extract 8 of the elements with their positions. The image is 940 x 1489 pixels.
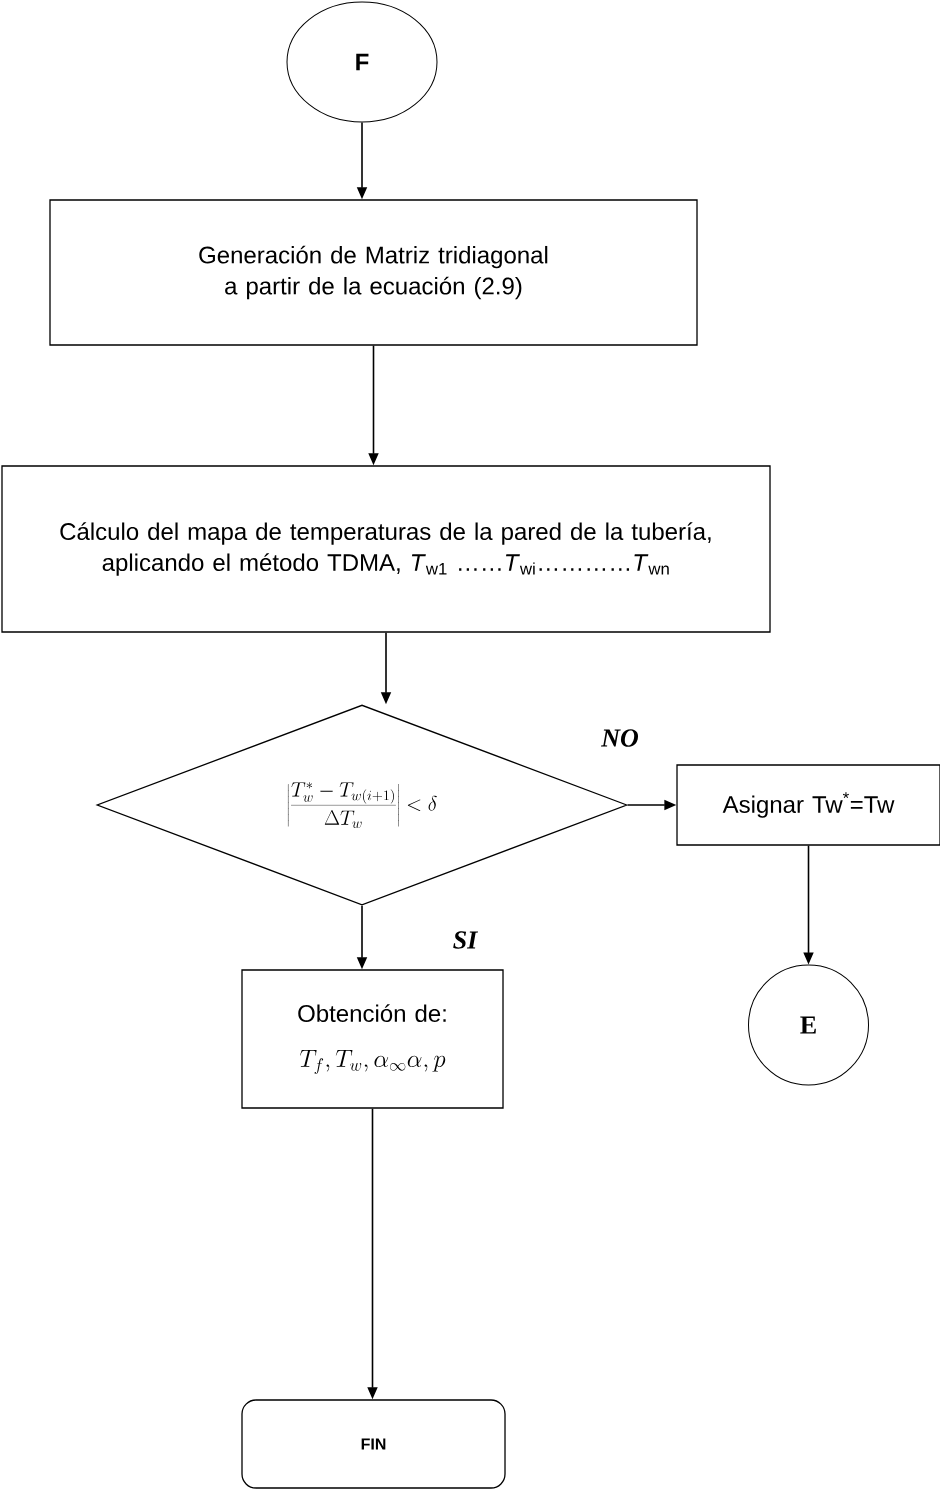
edge-label: NO — [601, 729, 639, 747]
process-box: Generación de Matriz tridiagonal a partir de la ecuación (2.9) — [49, 199, 698, 346]
process-box: Obtención de: $T_{f},T_{w},\alpha_{\infty}\alpha, p$ — [241, 969, 504, 1109]
edge-label: SI — [453, 931, 478, 949]
start-connector: F — [286, 1, 438, 123]
process-box: Cálculo del mapa de temperaturas de la pared de la tubería, aplicando el método TDMA, T$_{w1}$ ……T$_{wi}$…………T$_{wn}$ — [1, 465, 771, 633]
process-box: Asignar Tw$^{*}$=Tw — [676, 764, 940, 846]
terminal-box: FIN — [241, 1399, 506, 1489]
